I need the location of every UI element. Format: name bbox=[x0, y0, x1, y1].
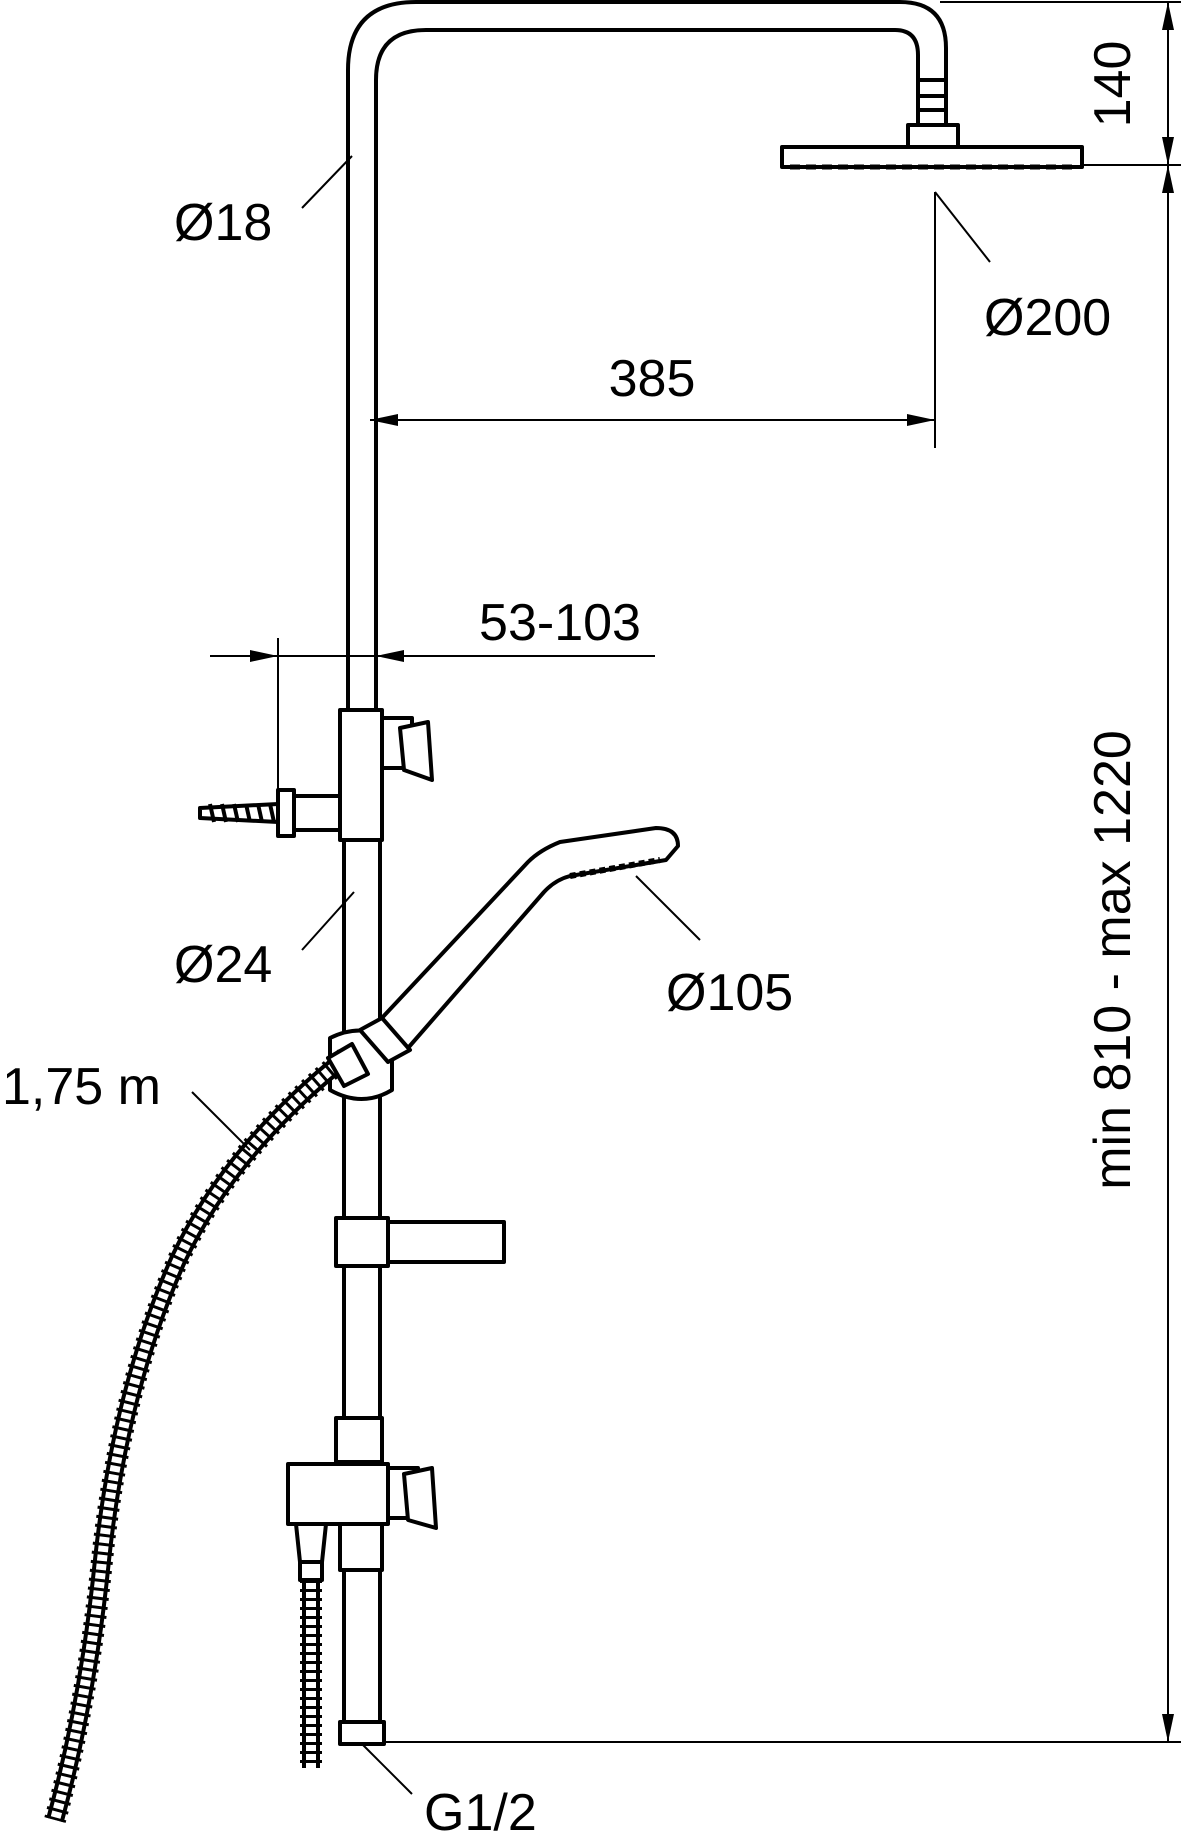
upper-riser-pipe-and-arm bbox=[346, 0, 948, 710]
pipe-diameter-label: Ø18 bbox=[174, 194, 272, 252]
dimension-bracket-depth: 53-103 bbox=[210, 594, 655, 812]
hand-shower bbox=[358, 826, 680, 1064]
diverter-valve bbox=[286, 1416, 438, 1768]
rail-diameter-callout: Ø24 bbox=[174, 891, 355, 994]
lower-sliding-rail bbox=[338, 840, 386, 1746]
connection-thread-callout: G1/2 bbox=[361, 1743, 537, 1842]
dimension-height-range-label: min 810 - max 1220 bbox=[1084, 730, 1142, 1190]
dimension-head-drop: 140 bbox=[940, 1, 1181, 166]
head-diameter-label: Ø200 bbox=[984, 289, 1111, 347]
dimension-arm-reach-label: 385 bbox=[609, 350, 696, 408]
handshower-diameter-callout: Ø105 bbox=[635, 875, 793, 1022]
flexible-hose bbox=[44, 1042, 370, 1823]
dimension-head-drop-label: 140 bbox=[1084, 41, 1142, 128]
dimension-height-range: min 810 - max 1220 bbox=[376, 165, 1181, 1743]
rail-diameter-label: Ø24 bbox=[174, 936, 272, 994]
hose-length-callout: 1,75 m bbox=[2, 1058, 251, 1151]
dimension-arm-reach: 385 bbox=[370, 350, 935, 426]
dimension-bracket-depth-label: 53-103 bbox=[479, 594, 641, 652]
connection-thread-label: G1/2 bbox=[424, 1784, 537, 1842]
pipe-diameter-callout: Ø18 bbox=[174, 155, 353, 252]
head-shower bbox=[780, 78, 1084, 170]
hose-length-label: 1,75 m bbox=[2, 1058, 161, 1116]
soap-shelf bbox=[334, 1216, 506, 1268]
head-diameter-callout: Ø200 bbox=[934, 191, 1111, 448]
wall-bracket bbox=[198, 708, 434, 842]
handshower-diameter-label: Ø105 bbox=[666, 964, 793, 1022]
